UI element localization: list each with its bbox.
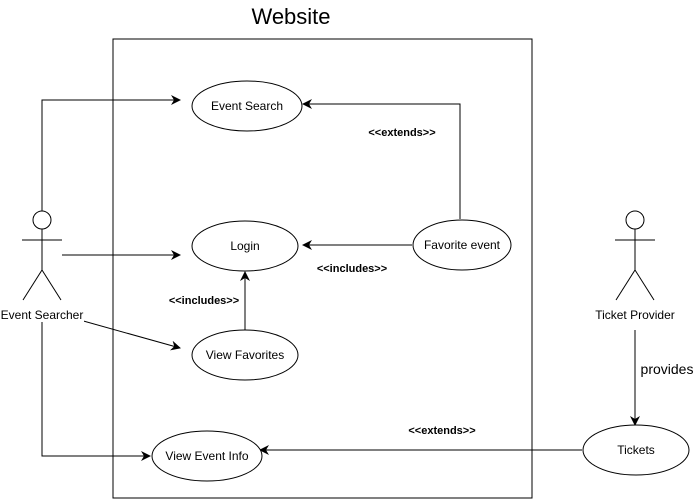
system-boundary — [112, 38, 533, 499]
stereotype-label-includes: <<includes>> — [169, 295, 239, 307]
actor-label: Event Searcher — [1, 308, 84, 322]
use-case-view-event-info[interactable]: View Event Info — [151, 430, 263, 482]
actor-ticket-provider[interactable]: Ticket Provider — [595, 210, 675, 322]
provides-label: provides — [641, 361, 694, 377]
use-case-event-search[interactable]: Event Search — [191, 80, 303, 132]
use-case-label: Tickets — [617, 443, 655, 457]
use-case-login[interactable]: Login — [191, 220, 299, 272]
searcher-to-view-event-info-line — [41, 322, 151, 461]
searcher-to-event-search-line — [41, 95, 181, 212]
actor-label: Ticket Provider — [595, 308, 675, 322]
stereotype-label-includes: <<includes>> — [317, 263, 387, 275]
favorite-to-event-search-line — [302, 99, 461, 219]
connectors — [41, 95, 640, 461]
stick-figure-icon — [615, 210, 655, 301]
use-case-label: View Event Info — [165, 449, 248, 463]
use-case-label: Event Search — [211, 99, 283, 113]
use-case-label: Login — [230, 239, 259, 253]
use-case-label: Favorite event — [424, 238, 501, 252]
use-case-favorite-event[interactable]: Favorite event — [412, 219, 512, 271]
stick-figure-icon — [22, 210, 62, 301]
stereotype-label-extends: <<extends>> — [408, 425, 475, 437]
use-case-tickets[interactable]: Tickets — [582, 424, 690, 476]
system-title: Website — [251, 4, 330, 29]
stereotype-label-extends: <<extends>> — [368, 127, 435, 139]
actor-event-searcher[interactable]: Event Searcher — [0, 210, 84, 322]
use-case-view-favorites[interactable]: View Favorites — [191, 329, 299, 381]
use-case-label: View Favorites — [206, 348, 284, 362]
